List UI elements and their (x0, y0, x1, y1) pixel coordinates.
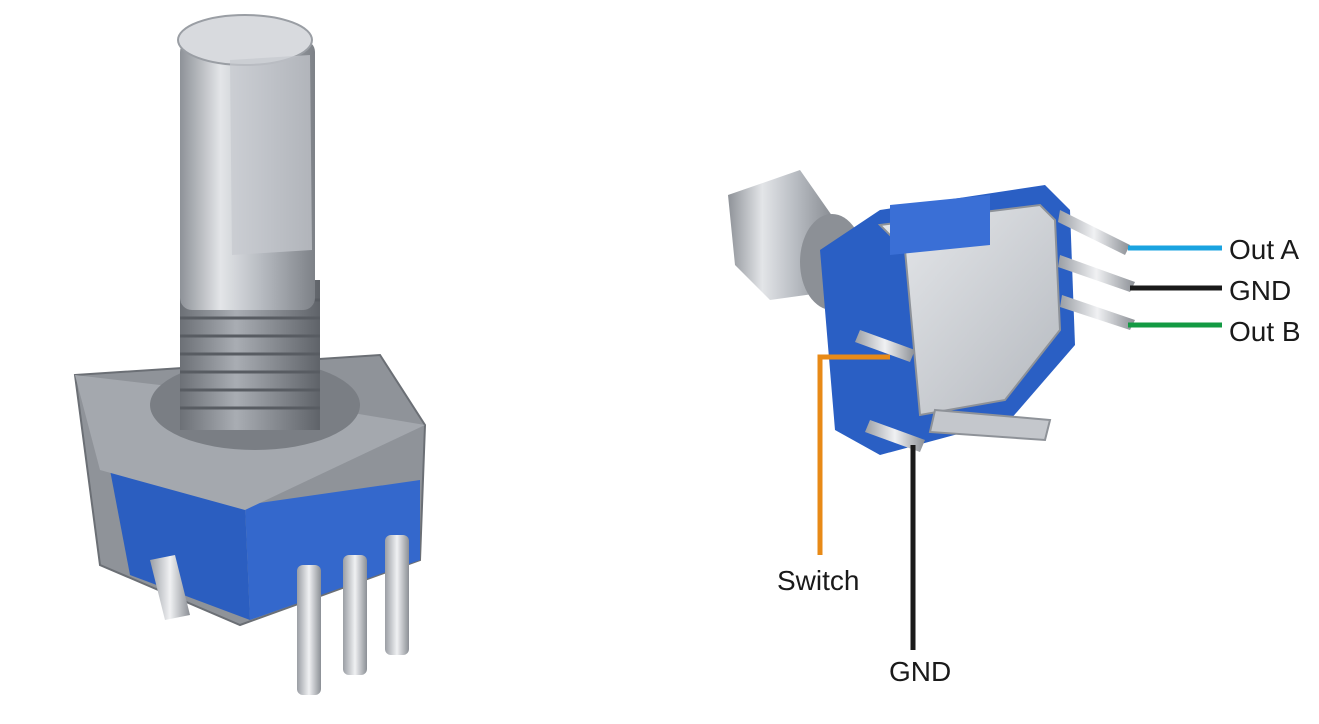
label-out-a: Out A (1229, 234, 1300, 265)
encoder-pin-2 (343, 555, 367, 675)
encoder-mount-tab (150, 555, 190, 620)
encoder2-switch-pin-2 (865, 420, 925, 452)
encoder2-top-tab (890, 195, 990, 255)
encoder2-pin-a (1058, 210, 1130, 255)
encoder-upright-photo (73, 14, 427, 695)
wire-switch (817, 354, 890, 555)
encoder2-mount-tab (928, 408, 1052, 442)
wires (817, 245, 1222, 650)
encoder2-switch-pin-1 (855, 330, 915, 362)
encoder-shaft-flat (230, 55, 312, 255)
label-out-b: Out B (1229, 316, 1301, 347)
encoder-blue-base-left (110, 470, 250, 620)
encoder-pin-1 (297, 565, 321, 695)
encoder2-pin-gnd (1058, 255, 1135, 292)
label-switch: Switch (777, 565, 860, 596)
label-gnd-right: GND (1229, 275, 1292, 306)
encoder-angled-photo (728, 170, 1135, 455)
encoder-blue-base-right (245, 480, 420, 620)
encoder2-pin-b (1060, 295, 1135, 330)
encoder-pin-3 (385, 535, 409, 655)
label-gnd-bottom: GND (889, 656, 952, 687)
encoder2-metal-plate (877, 203, 1062, 417)
